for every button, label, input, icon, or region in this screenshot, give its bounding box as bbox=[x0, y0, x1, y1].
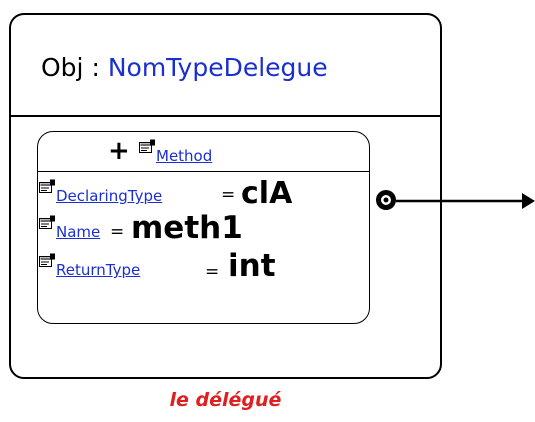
property-equals: = bbox=[110, 222, 125, 242]
property-value-name: meth1 bbox=[131, 210, 243, 246]
delegate-header: + Method bbox=[38, 132, 369, 172]
property-value-returntype: int bbox=[228, 248, 276, 284]
property-equals: = bbox=[205, 262, 220, 282]
property-value-declaringtype: clA bbox=[241, 176, 293, 211]
property-equals: = bbox=[221, 185, 236, 205]
object-header: Obj : NomTypeDelegue bbox=[11, 15, 440, 117]
object-title: Obj : NomTypeDelegue bbox=[41, 53, 328, 82]
object-name: Obj bbox=[41, 53, 84, 82]
property-icon bbox=[39, 215, 55, 229]
object-type[interactable]: NomTypeDelegue bbox=[107, 53, 328, 82]
diagram-caption: le délégué bbox=[169, 389, 282, 411]
object-separator: : bbox=[83, 53, 108, 82]
property-link-name[interactable]: Name bbox=[56, 223, 101, 241]
object-box: Obj : NomTypeDelegue + Method DeclaringT… bbox=[9, 13, 442, 379]
property-icon bbox=[139, 139, 155, 153]
property-icon bbox=[39, 253, 55, 267]
arrow-icon bbox=[522, 193, 535, 209]
delegate-properties-box: + Method DeclaringType = clA bbox=[37, 131, 370, 324]
delegate-connector bbox=[376, 190, 535, 210]
property-link-returntype[interactable]: ReturnType bbox=[56, 261, 141, 279]
connector-port-icon[interactable] bbox=[376, 190, 396, 210]
method-link[interactable]: Method bbox=[156, 147, 213, 165]
property-link-declaringtype[interactable]: DeclaringType bbox=[56, 187, 163, 205]
property-icon bbox=[39, 179, 55, 193]
expand-button[interactable]: + bbox=[108, 136, 130, 166]
